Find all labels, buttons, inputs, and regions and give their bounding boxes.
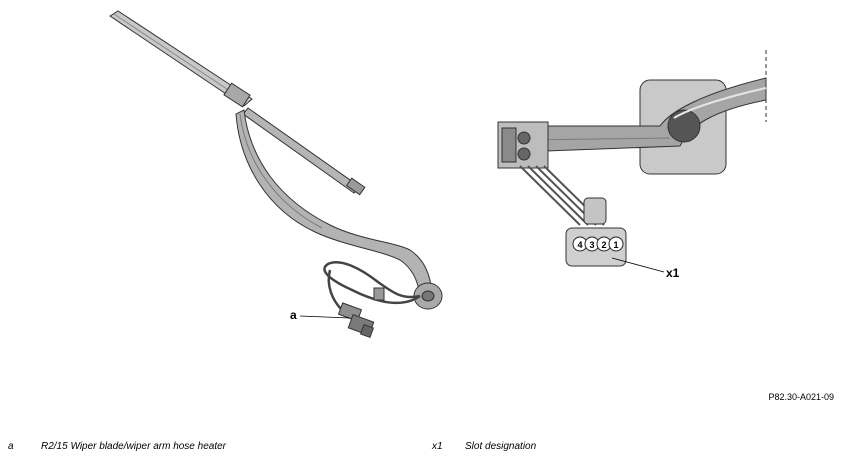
legend-key: a <box>8 441 14 452</box>
heater-connector <box>337 302 375 339</box>
legend-key: x1 <box>432 441 443 452</box>
callout-a-leader <box>299 315 351 319</box>
callout-x1-leader <box>611 257 665 273</box>
pin-markers: 4 3 2 1 <box>572 236 624 252</box>
callout-a: a <box>290 308 297 322</box>
plug-latch <box>583 197 607 225</box>
connector-detail <box>497 50 767 267</box>
legend-description: R2/15 Wiper blade/wiper arm hose heater <box>41 441 227 452</box>
grommet-hole <box>667 109 701 143</box>
pin-label: 4 <box>577 240 582 250</box>
figure-id: P82.30-A021-09 <box>768 392 834 402</box>
blade-clip <box>223 82 251 108</box>
cable-clip <box>373 287 385 301</box>
wiper-arm-main <box>235 109 433 297</box>
callout-x1: x1 <box>666 266 680 280</box>
pin-label: 2 <box>601 240 606 250</box>
pin-label: 3 <box>589 240 594 250</box>
blade-end-cap <box>345 177 366 196</box>
pin-label: 1 <box>613 240 618 250</box>
wiper-arm-assembly <box>109 10 443 339</box>
legend-description: Slot designation <box>465 441 537 452</box>
plug-wires <box>519 165 605 226</box>
heater-cable <box>323 261 421 305</box>
